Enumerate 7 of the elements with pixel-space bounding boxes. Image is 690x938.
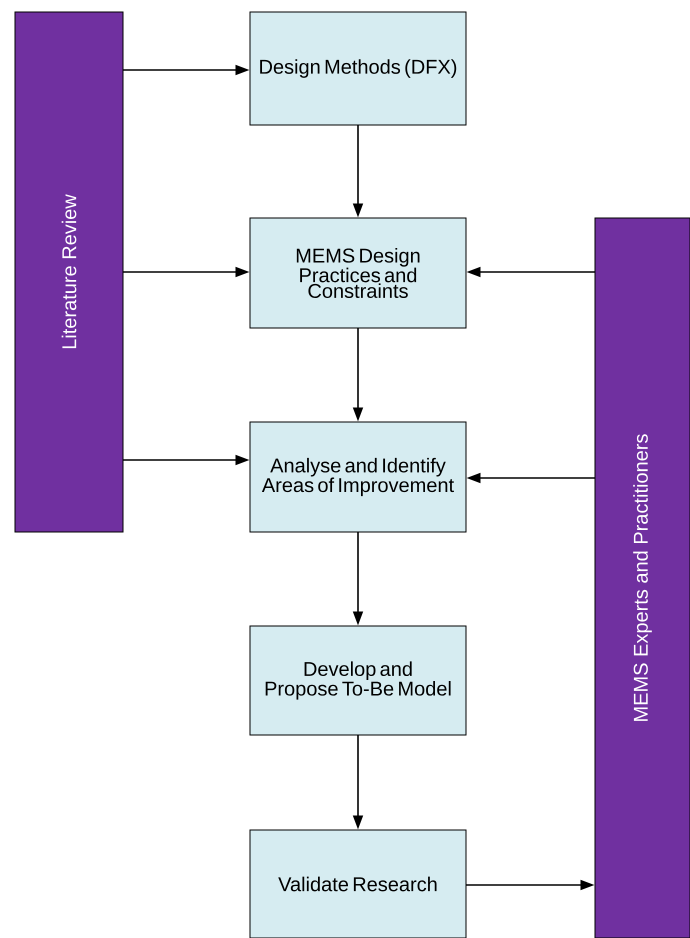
process-box: MEMS Design Practices and Constraints [250, 218, 466, 328]
process-box: Design Methods (DFX) [250, 12, 466, 126]
process-box: Analyse and Identify Areas of Improvement [250, 422, 466, 532]
process-box: Validate Research [250, 830, 466, 938]
process-box: Develop and Propose To-Be Model [250, 626, 466, 736]
vertical-banner: Literature Review [14, 12, 124, 532]
vertical-banner: MEMS Experts and Practitioners [594, 218, 690, 938]
